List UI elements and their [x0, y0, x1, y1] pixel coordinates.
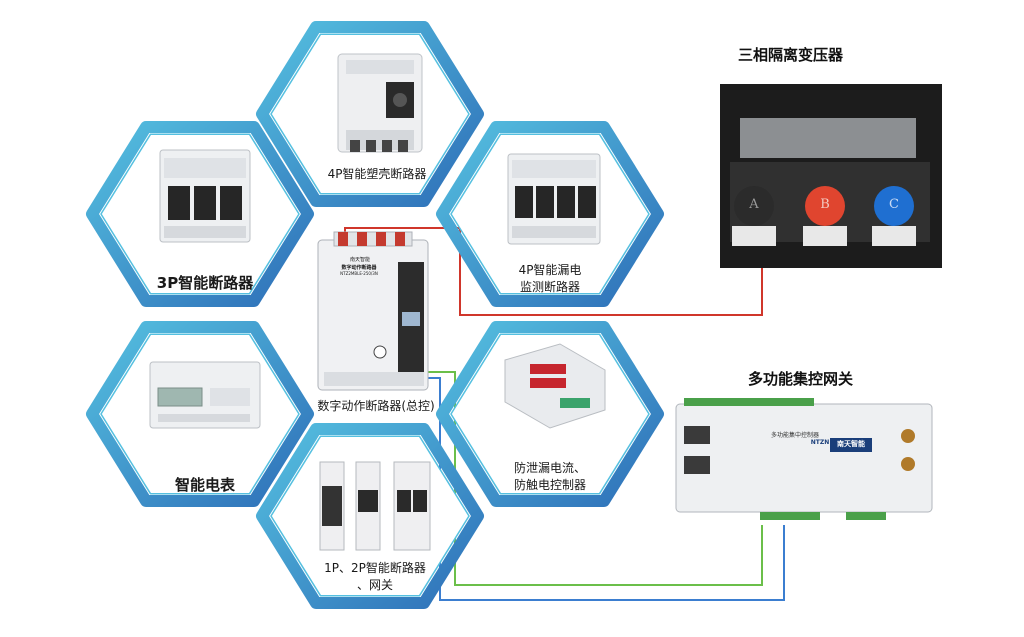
mccb-4p-label: 4P智能塑壳断路器: [327, 167, 427, 181]
transformer-title: 三相隔离变压器: [738, 46, 844, 64]
coil-b-letter: B: [820, 197, 830, 212]
wiring: [344, 227, 785, 601]
breaker-1p2p-image: [319, 461, 431, 551]
gateway-image: [675, 398, 933, 520]
green-wire: [415, 371, 763, 586]
breaker-1p2p-label-line1: 1P、2P智能断路器: [324, 561, 426, 575]
main-breaker-brand: 南天智能: [349, 257, 370, 263]
leakage-4p-image: [507, 153, 601, 245]
leakage-4p-label-line1: 4P智能漏电: [518, 263, 582, 277]
hex-frame-meter: [86, 321, 314, 507]
main-breaker-model: NTZ2MBLE-250/3N: [340, 271, 378, 276]
gateway-panel-text: 多功能集中控制器: [770, 432, 819, 439]
meter-label: 智能电表: [174, 476, 235, 494]
gateway-brand: 南天智能: [837, 440, 865, 448]
coil-c-letter: C: [889, 197, 899, 212]
hex-frame-4p-leakage: [436, 121, 664, 307]
gateway-brand-short: NTZN: [810, 439, 830, 446]
leakage-4p-label-line2: 监测断路器: [519, 280, 580, 294]
main-breaker-image: [317, 231, 429, 391]
mccb-4p-image: [337, 53, 423, 153]
transformer-image: [720, 84, 942, 268]
gateway-title: 多功能集控网关: [748, 370, 854, 388]
leakage-controller-label-line2: 防触电控制器: [513, 478, 586, 492]
hex-frame-1p2p: [256, 423, 484, 609]
leakage-controller-label-line1: 防泄漏电流、: [513, 461, 586, 475]
red-wire: [344, 227, 763, 316]
meter-image: [149, 361, 261, 429]
hex-frame-3p: [86, 121, 314, 307]
leakage-controller-image: [504, 343, 606, 429]
blue-wire: [425, 377, 785, 601]
hex-frame-4p-mccb: [256, 21, 484, 207]
hex-frame-leakage-controller: [436, 321, 664, 507]
main-breaker-name: 数字动作断路器: [341, 265, 377, 271]
breaker-3p-label: 3P智能断路器: [156, 274, 254, 292]
breaker-1p2p-label-line2: 、网关: [356, 578, 393, 592]
coil-a-letter: A: [749, 197, 759, 212]
main-breaker-label: 数字动作断路器(总控): [317, 399, 435, 413]
breaker-3p-image: [159, 149, 251, 243]
